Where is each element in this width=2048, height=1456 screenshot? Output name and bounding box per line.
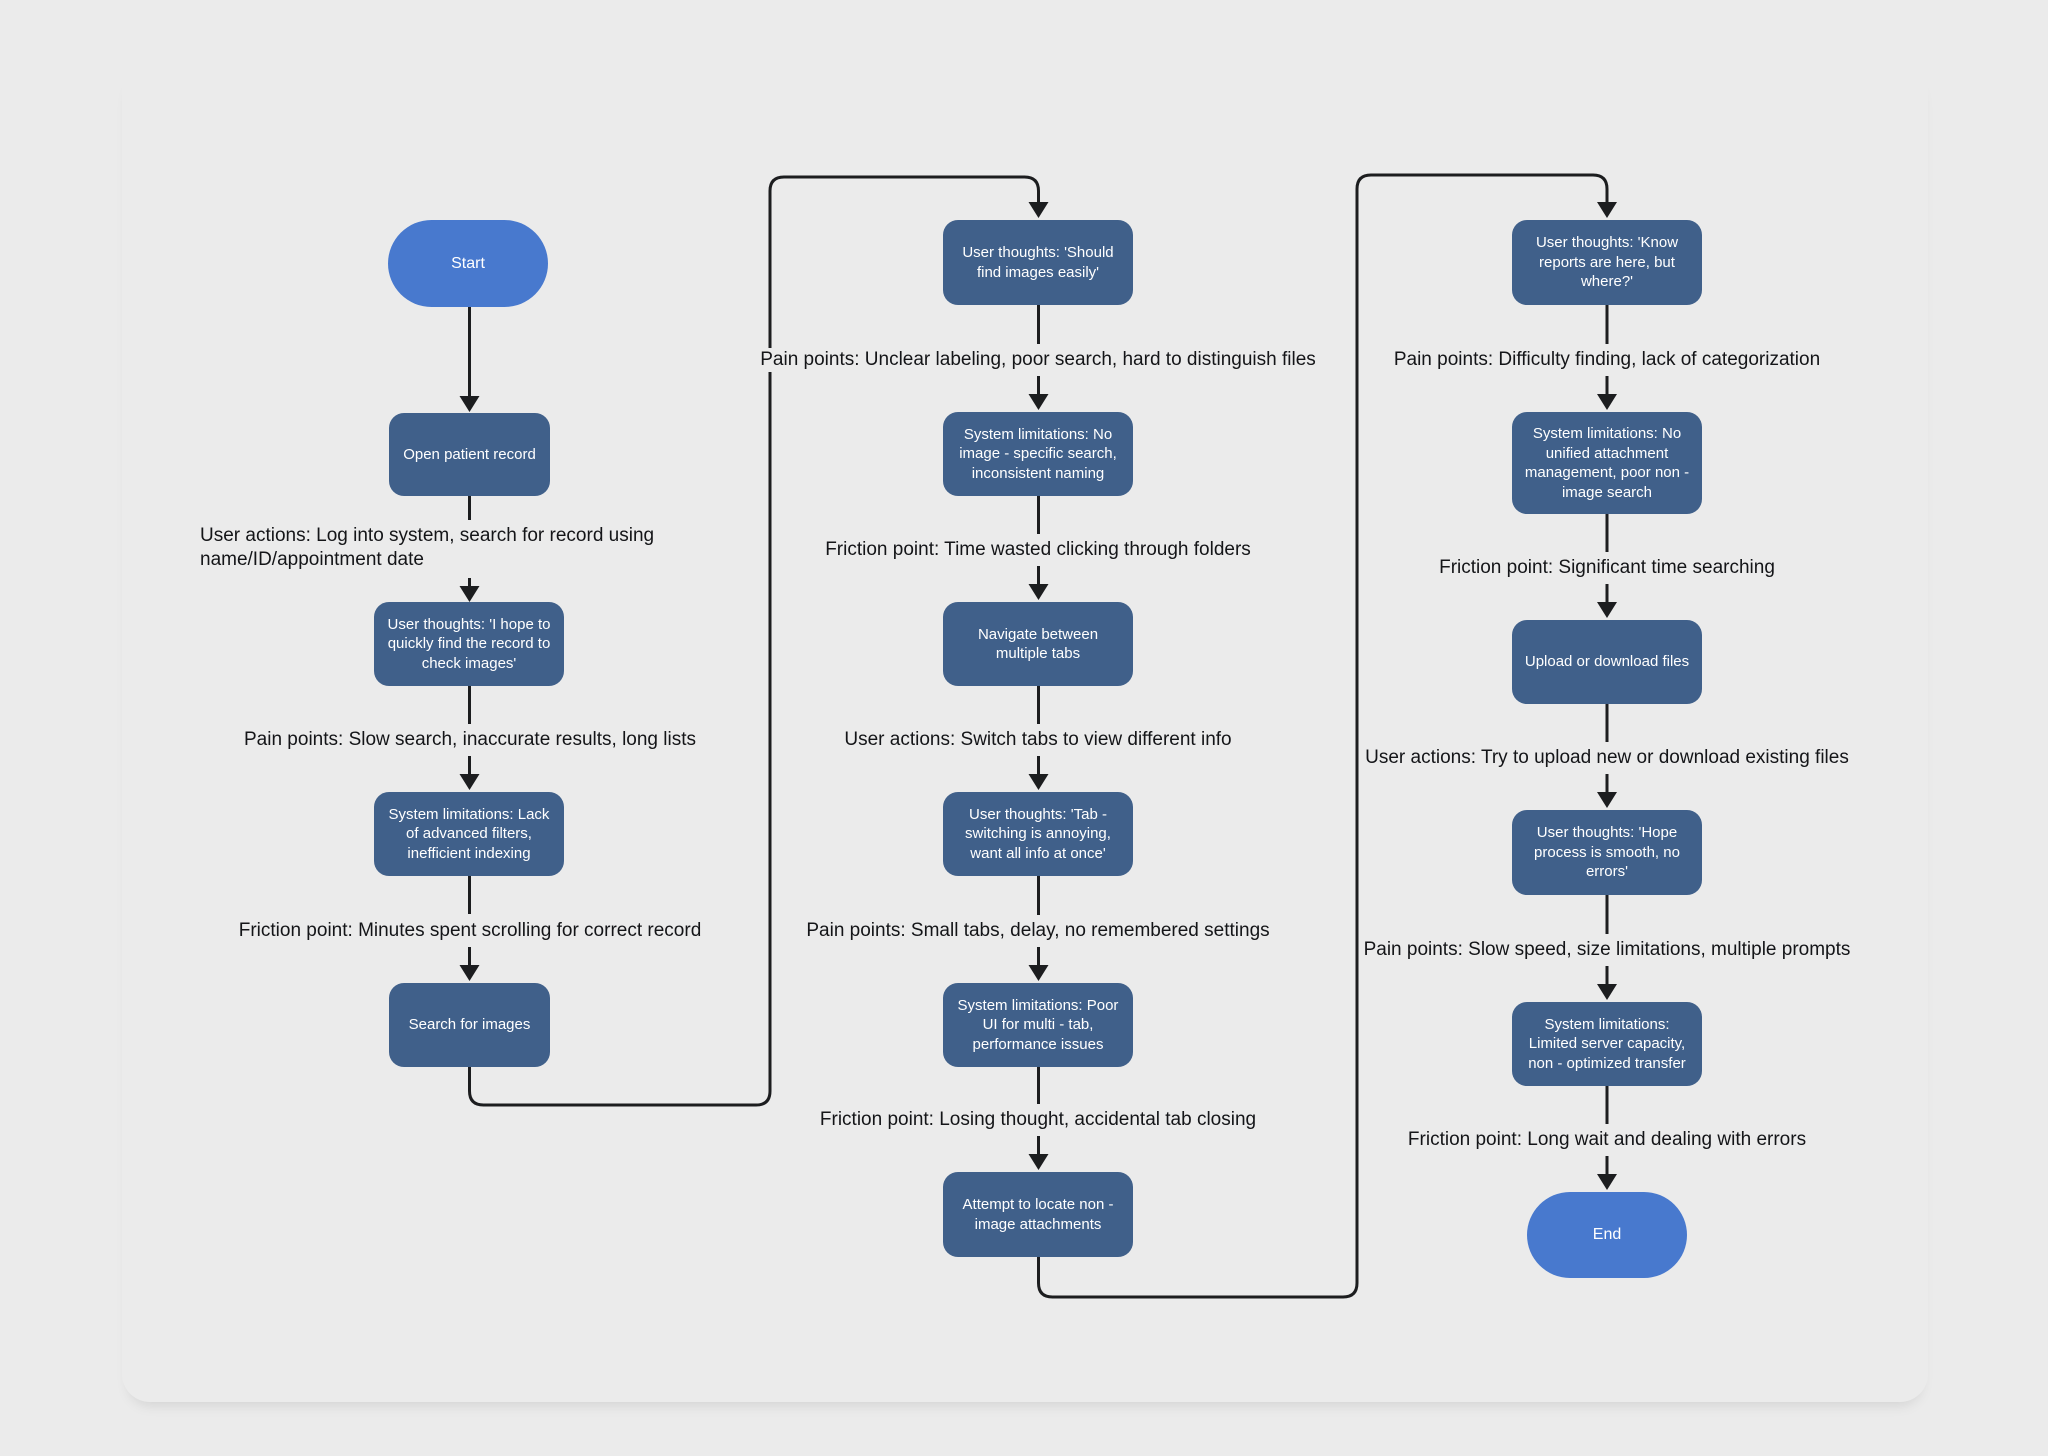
edge-system-limits-2-to-navigate-tabs xyxy=(1028,496,1049,600)
node-open-patient-record: Open patient record xyxy=(389,413,550,496)
node-search-for-images: Search for images xyxy=(389,983,550,1067)
edge-label-pain-points-3: Pain points: Small tabs, delay, no remem… xyxy=(802,919,1274,943)
edge-system-limits-4-to-upload-download xyxy=(1597,514,1617,618)
edge-label-user-actions-3: User actions: Try to upload new or downl… xyxy=(1361,746,1853,770)
edge-user-thoughts-4-to-system-limits-4 xyxy=(1597,305,1617,410)
edge-label-friction-3: Friction point: Losing thought, accident… xyxy=(815,1108,1261,1132)
edge-label-friction-5: Friction point: Long wait and dealing wi… xyxy=(1403,1128,1811,1152)
node-start: Start xyxy=(388,220,548,307)
node-navigate-between-tabs: Navigate between multiple tabs xyxy=(943,602,1133,686)
edge-system-limits-3-to-locate-attachments xyxy=(1028,1067,1049,1170)
node-user-thoughts-4: User thoughts: 'Know reports are here, b… xyxy=(1512,220,1702,305)
edge-user-thoughts-2-to-system-limits-2 xyxy=(1028,305,1049,410)
edge-open-record-to-user-thoughts-1 xyxy=(459,496,480,602)
edge-label-pain-points-2: Pain points: Unclear labeling, poor sear… xyxy=(756,348,1320,372)
edge-label-pain-points-5: Pain points: Slow speed, size limitation… xyxy=(1359,938,1855,962)
node-user-thoughts-1: User thoughts: 'I hope to quickly find t… xyxy=(374,602,564,686)
node-end: End xyxy=(1527,1192,1687,1278)
node-system-limitations-3: System limitations: Poor UI for multi - … xyxy=(943,983,1133,1067)
node-user-thoughts-3: User thoughts: 'Tab - switching is annoy… xyxy=(943,792,1133,876)
connector-search-images-to-user-thoughts-2 xyxy=(468,175,1049,1107)
node-system-limitations-1: System limitations: Lack of advanced fil… xyxy=(374,792,564,876)
node-system-limitations-5: System limitations: Limited server capac… xyxy=(1512,1002,1702,1086)
edge-system-limits-5-to-end xyxy=(1597,1086,1617,1190)
edge-label-friction-2: Friction point: Time wasted clicking thr… xyxy=(821,538,1255,562)
edge-label-friction-1: Friction point: Minutes spent scrolling … xyxy=(234,919,706,943)
edge-navigate-tabs-to-user-thoughts-3 xyxy=(1028,686,1049,790)
node-locate-attachments: Attempt to locate non - image attachment… xyxy=(943,1172,1133,1257)
edge-label-user-actions-2: User actions: Switch tabs to view differ… xyxy=(840,728,1236,752)
node-system-limitations-2: System limitations: No image - specific … xyxy=(943,412,1133,496)
node-system-limitations-4: System limitations: No unified attachmen… xyxy=(1512,412,1702,514)
edge-label-pain-points-1: Pain points: Slow search, inaccurate res… xyxy=(240,728,700,752)
edge-label-pain-points-4: Pain points: Difficulty finding, lack of… xyxy=(1389,348,1825,372)
edge-upload-download-to-user-thoughts-5 xyxy=(1597,704,1617,808)
node-user-thoughts-2: User thoughts: 'Should find images easil… xyxy=(943,220,1133,305)
edge-label-friction-4: Friction point: Significant time searchi… xyxy=(1435,556,1779,580)
edge-start-to-open-record xyxy=(459,307,480,412)
edge-user-thoughts-5-to-system-limits-5 xyxy=(1597,895,1617,1000)
edge-user-thoughts-1-to-system-limits-1 xyxy=(459,686,480,790)
edge-label-user-actions-1: User actions: Log into system, search fo… xyxy=(200,524,740,572)
connector-locate-attachments-to-user-thoughts-4 xyxy=(1037,173,1617,1299)
node-upload-or-download-files: Upload or download files xyxy=(1512,620,1702,704)
edge-user-thoughts-3-to-system-limits-3 xyxy=(1028,876,1049,981)
edge-system-limits-1-to-search-images xyxy=(459,876,480,981)
node-user-thoughts-5: User thoughts: 'Hope process is smooth, … xyxy=(1512,810,1702,895)
